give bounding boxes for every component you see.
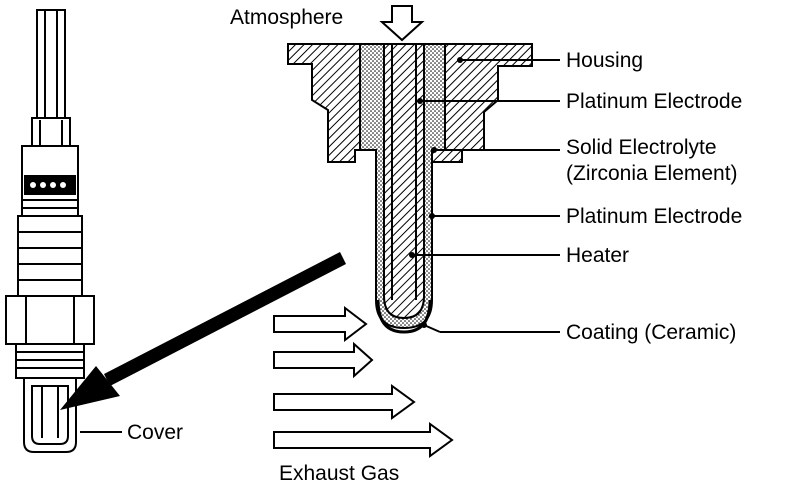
heater-label: Heater xyxy=(566,244,630,267)
exhaust-arrow-2 xyxy=(273,341,374,379)
platinum-electrode-inner-label: Platinum Electrode xyxy=(566,90,743,113)
coating-label: Coating (Ceramic) xyxy=(566,321,737,344)
cover-label: Cover xyxy=(127,421,184,444)
zirconia-element-label: (Zirconia Element) xyxy=(566,162,738,185)
exhaust-arrow-4 xyxy=(273,422,454,458)
exhaust-arrows xyxy=(273,305,454,458)
exhaust-arrow-1 xyxy=(273,305,368,343)
sensor-grommet xyxy=(31,117,71,149)
housing-label: Housing xyxy=(566,49,644,72)
atmosphere-label: Atmosphere xyxy=(230,6,344,29)
platinum-electrode-outer-label: Platinum Electrode xyxy=(566,205,743,228)
sensor-body xyxy=(5,9,95,453)
sensor-cross-section xyxy=(287,43,533,334)
solid-electrolyte-label: Solid Electrolyte xyxy=(566,136,717,159)
atmosphere-arrow xyxy=(379,5,425,42)
sensor-hex-nut xyxy=(5,295,95,345)
exhaust-arrow-3 xyxy=(273,384,416,420)
coating-shape xyxy=(376,299,432,334)
heater-shape xyxy=(383,43,425,320)
exhaust-gas-label: Exhaust Gas xyxy=(279,462,400,485)
callout-arrow xyxy=(60,252,346,410)
sensor-lower-shield xyxy=(17,215,83,297)
sensor-wire xyxy=(36,9,66,121)
leader-lines xyxy=(80,59,560,433)
